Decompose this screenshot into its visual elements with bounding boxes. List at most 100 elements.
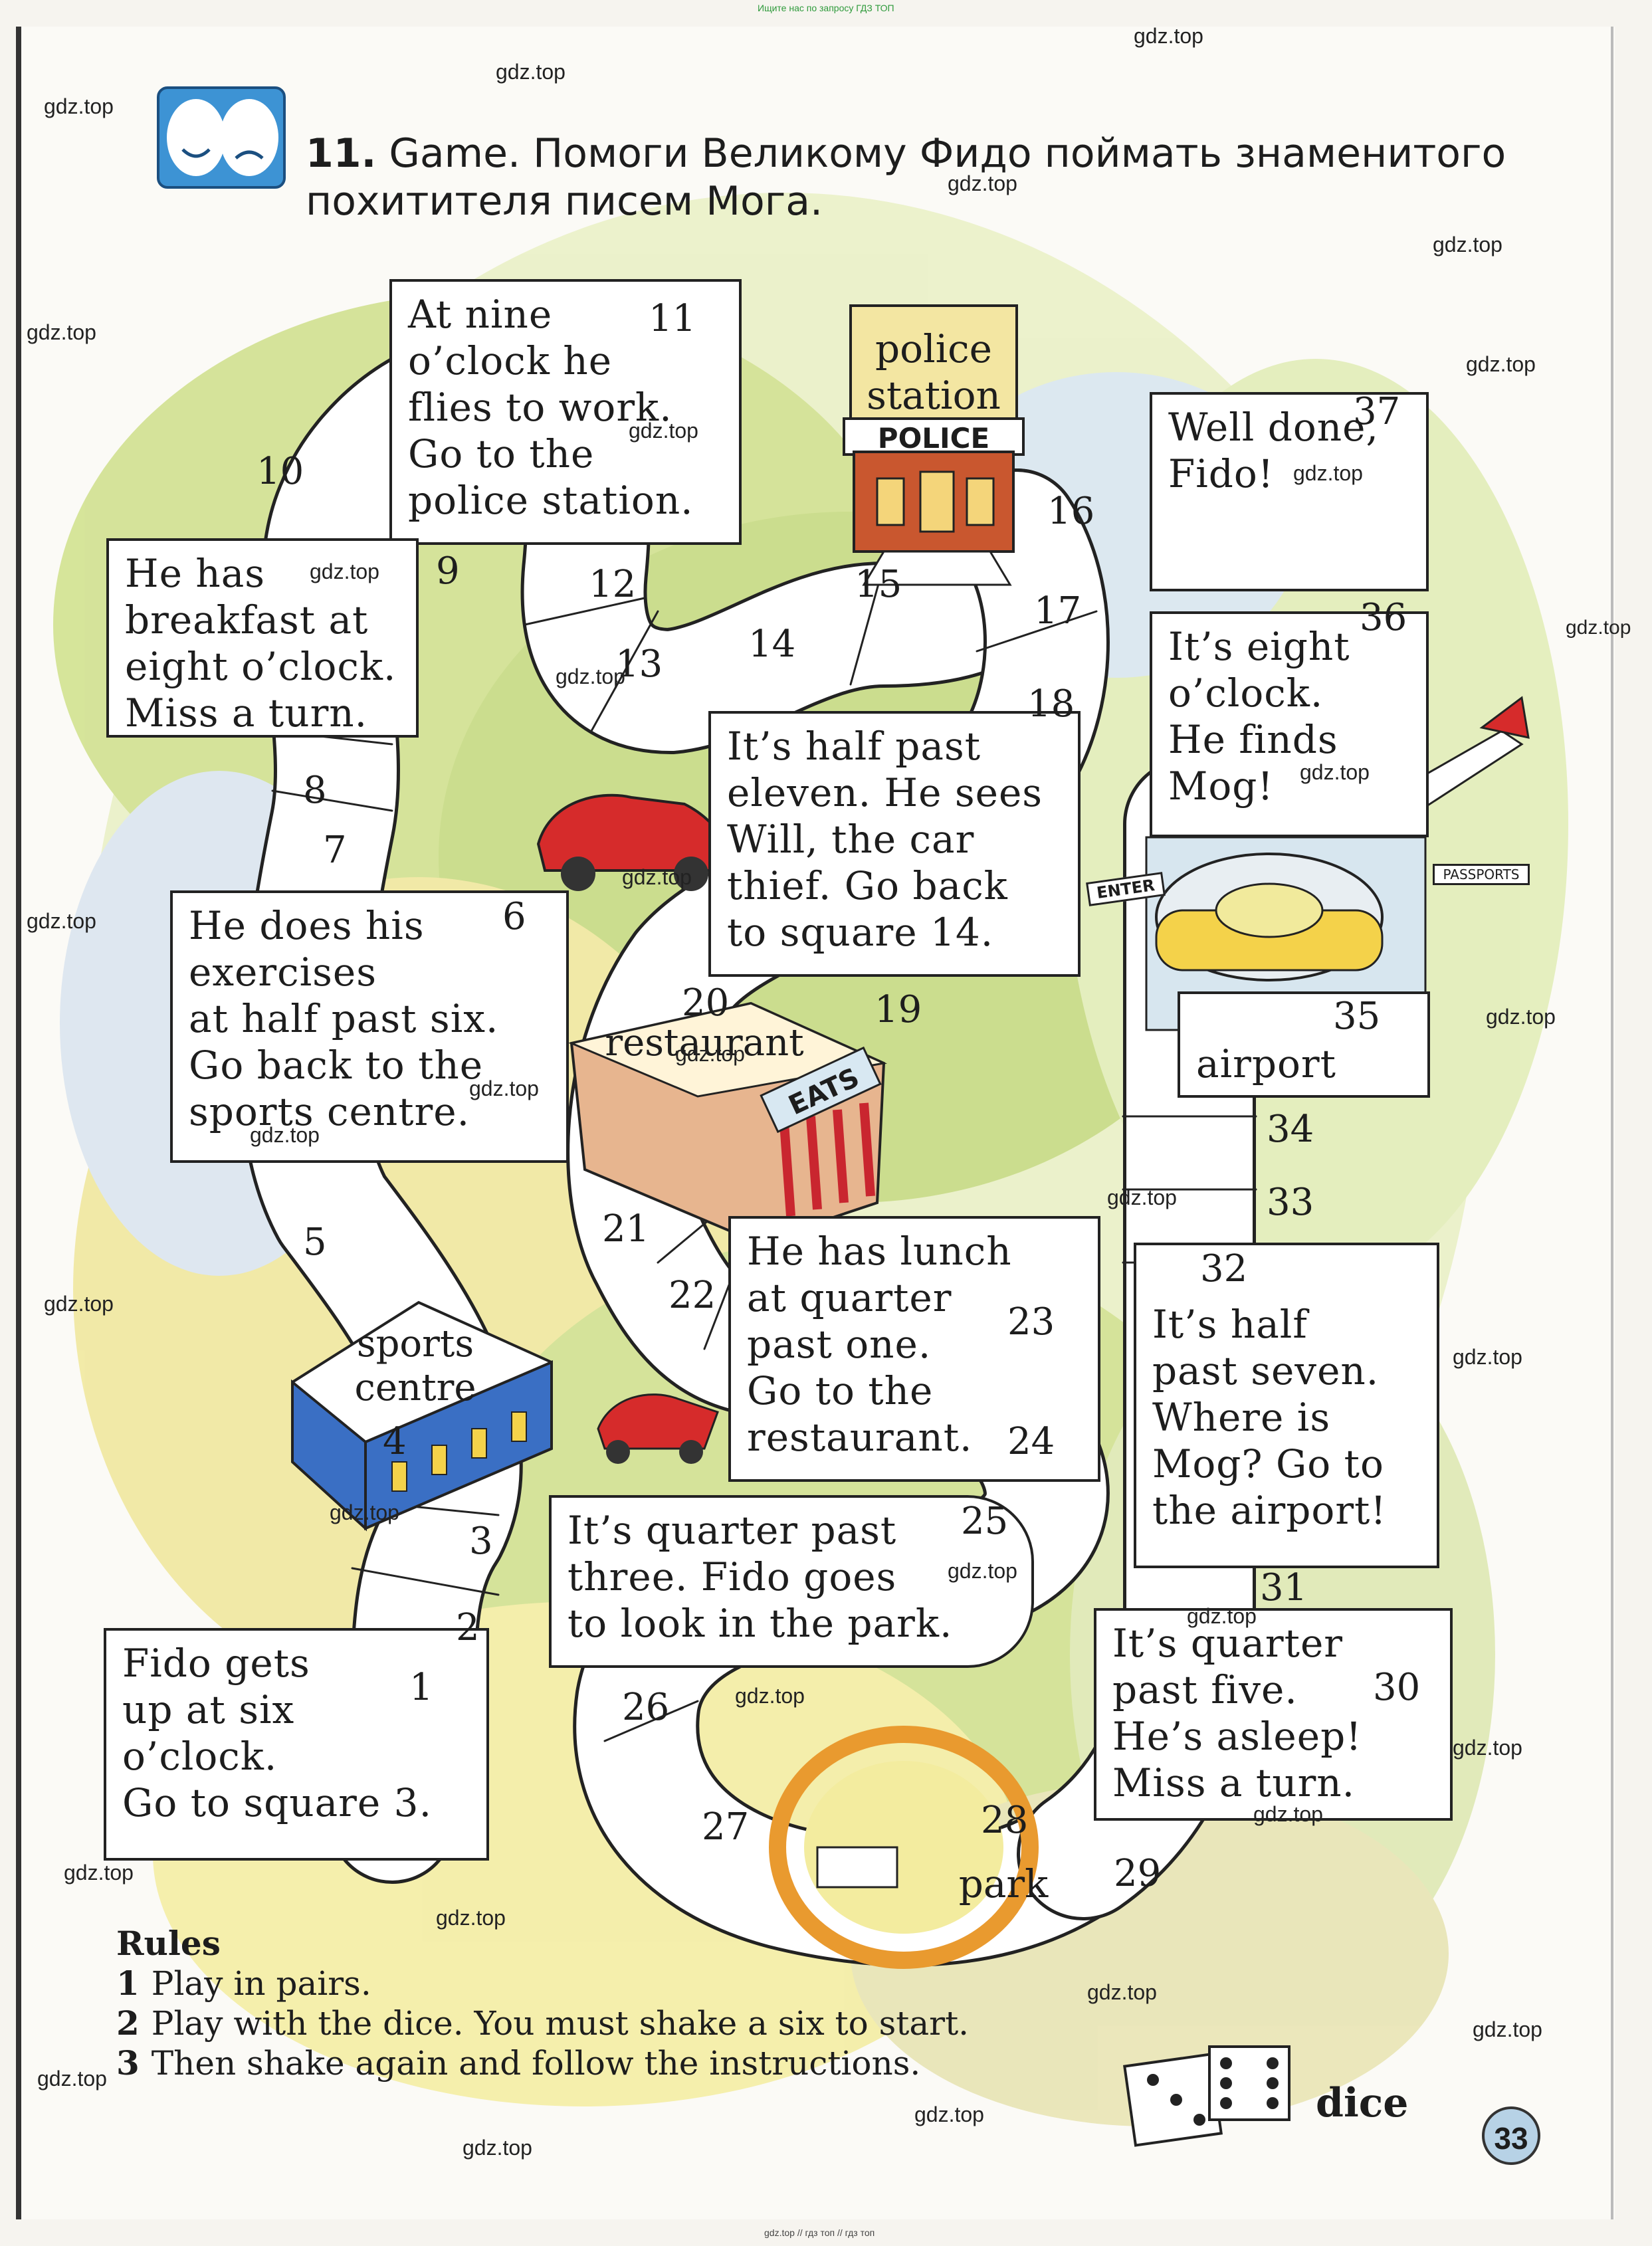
- square-number-19: 19: [875, 988, 922, 1031]
- watermark: gdz.top: [1253, 1802, 1323, 1826]
- exercise-line2: похитителя писем Мога.: [306, 178, 823, 225]
- square-number-25: 25: [961, 1500, 1009, 1543]
- park-label: park: [958, 1861, 1049, 1906]
- square-30-line: Miss a turn.: [1112, 1760, 1356, 1805]
- square-number-16: 16: [1047, 490, 1095, 533]
- watermark: gdz.top: [469, 1076, 539, 1100]
- watermark: gdz.top: [1453, 1345, 1522, 1369]
- watermark: gdz.top: [1087, 1980, 1157, 2004]
- square-number-28: 28: [981, 1799, 1029, 1842]
- watermark: gdz.top: [1300, 760, 1370, 784]
- watermark: gdz.top: [1134, 24, 1203, 48]
- watermark: gdz.top: [948, 171, 1017, 195]
- square-32-line: past seven.: [1152, 1348, 1380, 1393]
- square-9-line: breakfast at: [125, 597, 369, 643]
- watermark: gdz.top: [310, 560, 379, 583]
- exercise-word: Game.: [389, 130, 521, 177]
- top-note: Ищите нас по запросу ГДЗ ТОП: [758, 3, 894, 13]
- square-number-4: 4: [383, 1420, 407, 1463]
- square-32-box: It’s half past seven. Where is Mog? Go t…: [1134, 1243, 1439, 1568]
- square-number-13: 13: [615, 643, 663, 686]
- square-number-8: 8: [303, 769, 327, 812]
- square-23-line: past one.: [747, 1322, 932, 1367]
- square-number-3: 3: [469, 1520, 493, 1563]
- square-6-box: He does his exercises at half past six. …: [170, 890, 569, 1163]
- police-station-building: [843, 304, 1025, 586]
- police-sign: POLICE: [877, 422, 990, 455]
- square-number-1: 1: [409, 1666, 433, 1709]
- exercise-heading: 11. Game. Помоги Великому Фидо поймать з…: [306, 130, 1506, 225]
- square-number-32: 32: [1200, 1247, 1248, 1290]
- square-36-line: He finds: [1168, 717, 1338, 762]
- square-number-18: 18: [1027, 682, 1075, 726]
- square-1-box: Fido gets up at six o’clock. Go to squar…: [104, 1628, 489, 1861]
- watermark: gdz.top: [1433, 233, 1502, 256]
- square-number-34: 34: [1267, 1108, 1314, 1151]
- square-number-35: 35: [1333, 995, 1381, 1038]
- watermark: gdz.top: [1473, 2017, 1542, 2041]
- square-number-17: 17: [1034, 589, 1082, 633]
- sports-centre-label: sports centre: [332, 1322, 498, 1410]
- square-23-line: Go to the: [747, 1368, 934, 1413]
- square-18-box: It’s half past eleven. He sees Will, the…: [708, 711, 1081, 977]
- square-number-24: 24: [1007, 1420, 1055, 1463]
- square-number-27: 27: [702, 1805, 750, 1849]
- square-23-line: at quarter: [747, 1275, 952, 1320]
- square-18-line: thief. Go back: [727, 863, 1008, 908]
- square-number-37: 37: [1353, 390, 1401, 433]
- park-area: [769, 1726, 1039, 1969]
- rule-number: 2: [116, 2003, 140, 2043]
- square-25-line: to look in the park.: [568, 1601, 953, 1646]
- sports-centre-building: [291, 1300, 553, 1532]
- square-number-12: 12: [589, 563, 637, 606]
- restaurant-label: restaurant: [605, 1021, 804, 1065]
- square-6-line: Go back to the: [189, 1043, 484, 1088]
- watermark: gdz.top: [1566, 617, 1631, 639]
- square-number-14: 14: [748, 623, 796, 666]
- square-6-line: exercises: [189, 950, 377, 995]
- small-red-car-illustration: [597, 1393, 719, 1464]
- square-30-line: It’s quarter: [1112, 1621, 1344, 1666]
- restaurant-building: [568, 1001, 888, 1245]
- sports-label-line: centre: [354, 1366, 476, 1409]
- watermark: gdz.top: [735, 1684, 805, 1708]
- watermark: gdz.top: [675, 1042, 745, 1066]
- dice-label: dice: [1316, 2080, 1409, 2126]
- square-number-11: 11: [649, 297, 696, 340]
- square-23-line: restaurant.: [747, 1415, 973, 1460]
- square-32-line: It’s half: [1152, 1302, 1308, 1347]
- square-18-line: eleven. He sees: [727, 770, 1043, 815]
- square-18-line: Will, the car: [727, 817, 975, 862]
- rules-title: Rules: [116, 1924, 221, 1963]
- square-23-box: He has lunch at quarter past one. Go to …: [728, 1216, 1100, 1482]
- bottom-note: gdz.top // гдз топ // гдз топ: [764, 2227, 875, 2238]
- airport-label-box: airport: [1178, 991, 1430, 1098]
- square-number-7: 7: [323, 829, 347, 872]
- rule-text: Play in pairs.: [151, 1964, 371, 2003]
- square-number-26: 26: [622, 1686, 670, 1729]
- watermark: gdz.top: [250, 1123, 320, 1147]
- square-11-line: flies to work.: [408, 385, 672, 430]
- sports-label-line: sports: [356, 1322, 474, 1366]
- square-number-22: 22: [669, 1274, 716, 1317]
- watermark: gdz.top: [1187, 1604, 1257, 1628]
- square-number-5: 5: [303, 1221, 327, 1264]
- square-36-line: o’clock.: [1168, 670, 1324, 716]
- square-18-line: It’s half past: [727, 724, 981, 769]
- square-32-line: Mog? Go to: [1152, 1441, 1384, 1486]
- watermark: gdz.top: [1486, 1005, 1556, 1029]
- exercise-line1: Помоги Великому Фидо поймать знаменитого: [533, 130, 1506, 177]
- square-number-21: 21: [602, 1207, 650, 1251]
- watermark: gdz.top: [496, 60, 566, 84]
- square-1-line: o’clock.: [122, 1734, 278, 1779]
- watermark: gdz.top: [622, 865, 692, 889]
- square-6-line: He does his: [189, 903, 425, 948]
- square-11-line: At nine: [408, 292, 553, 337]
- square-9-line: He has: [125, 551, 266, 596]
- theatre-masks-icon: [157, 86, 286, 189]
- rule-number: 3: [116, 2043, 140, 2083]
- square-11-line: police station.: [408, 478, 694, 523]
- square-36-line: It’s eight: [1168, 624, 1350, 669]
